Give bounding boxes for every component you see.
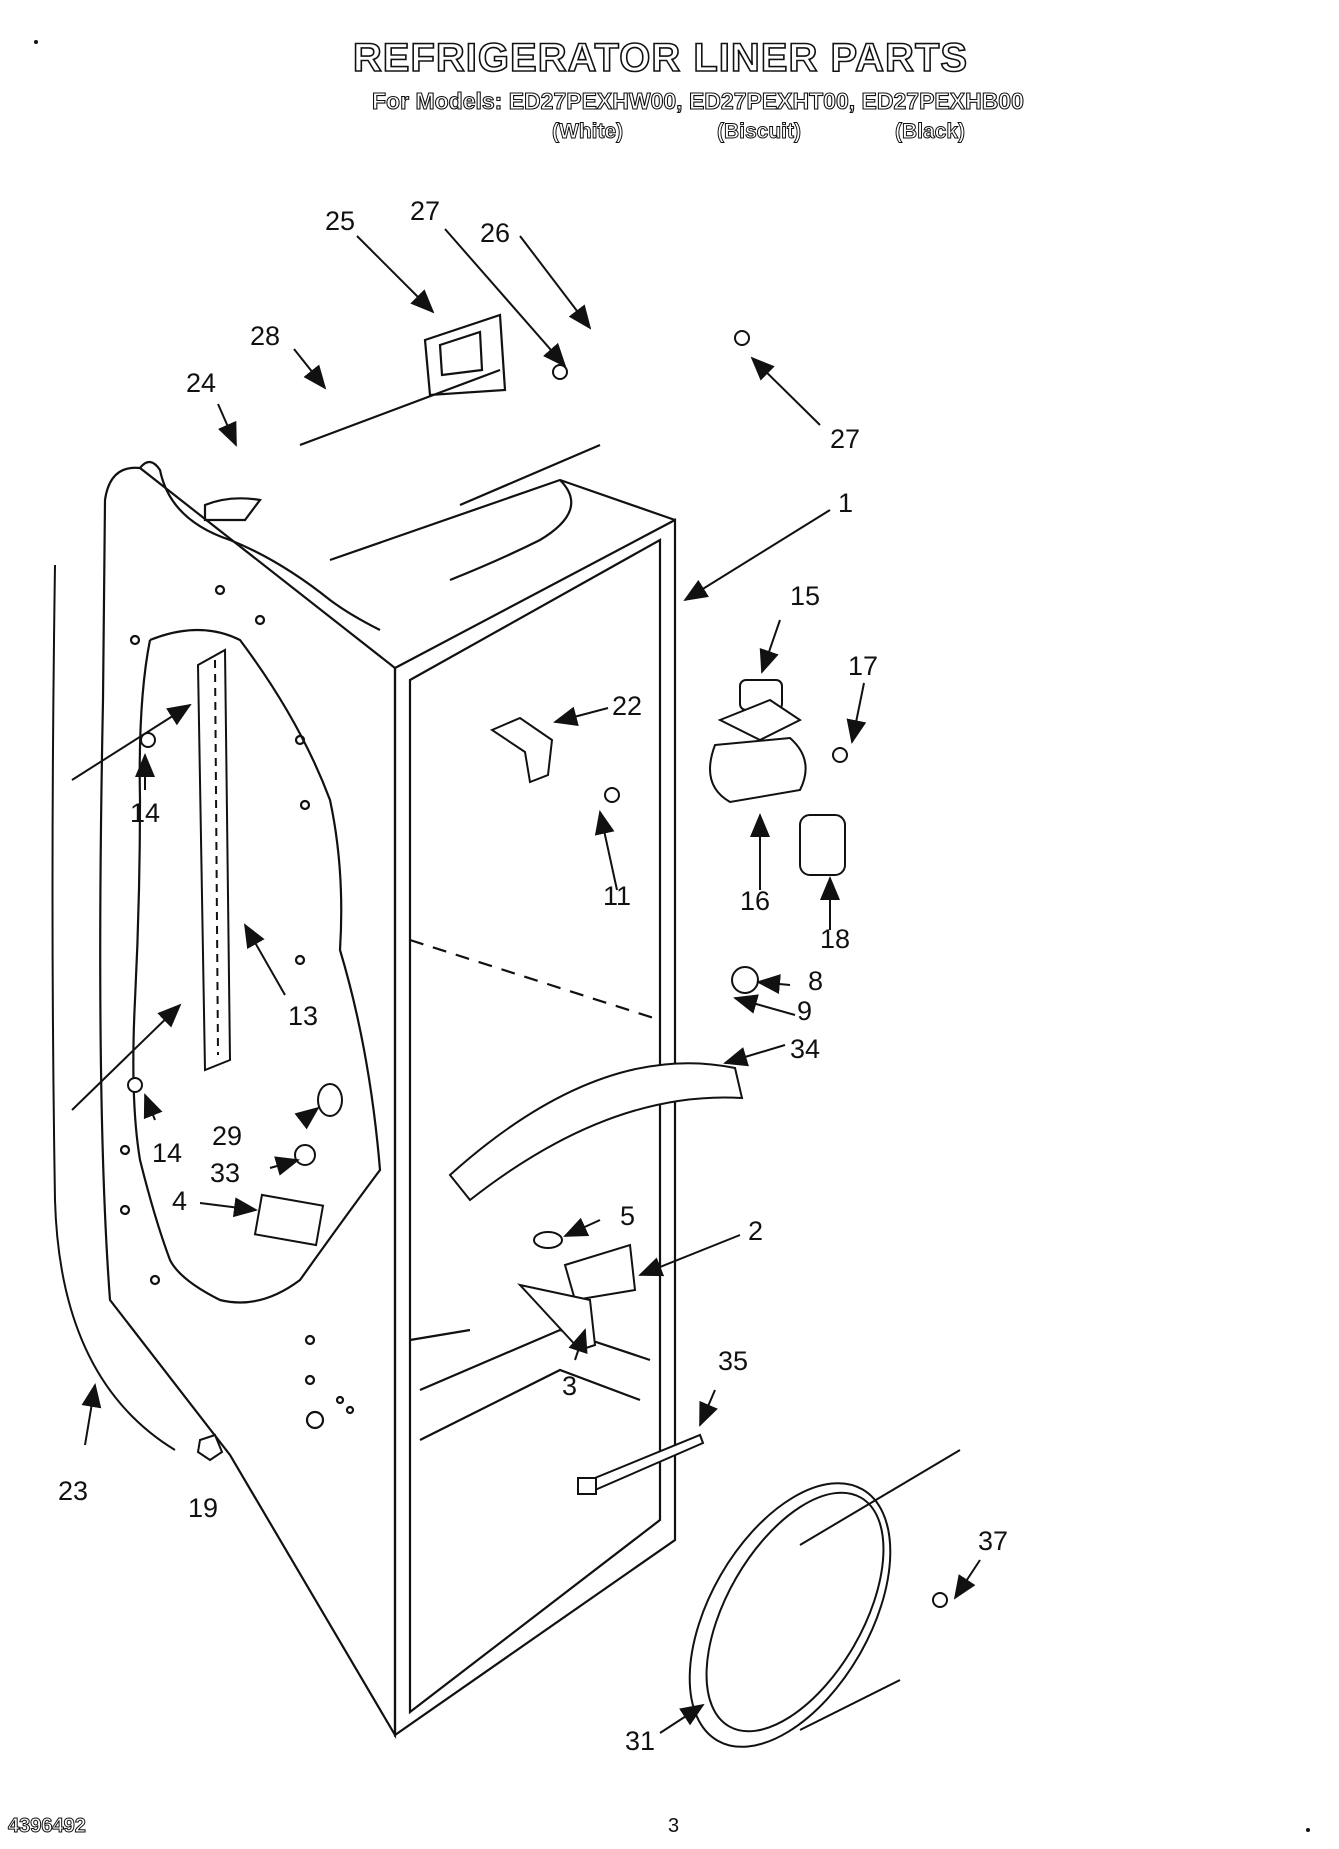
callout-27-top: 27 [410,196,440,226]
callout-labels: 1 2 3 4 5 8 9 11 13 14 14 15 16 17 18 19… [58,196,1008,1756]
corner-mark [34,40,38,44]
models-line: For Models: ED27PEXHW00, ED27PEXHT00, ED… [371,87,1024,114]
page-number: 3 [668,1815,680,1837]
corner-mark [1306,1828,1310,1832]
callout-14-lower: 14 [152,1138,182,1168]
document-number: 4396492 [8,1815,87,1838]
page-title: REFRIGERATOR LINER PARTS [352,35,969,81]
callout-9: 9 [797,996,812,1026]
callout-1: 1 [838,488,853,518]
header: REFRIGERATOR LINER PARTS [0,35,1339,81]
color-biscuit-label: (Biscuit) [717,120,802,144]
color-black-label: (Black) [894,120,966,144]
callout-27-right: 27 [830,424,860,454]
callout-19: 19 [188,1493,218,1523]
callout-2: 2 [748,1216,763,1246]
callout-37: 37 [978,1526,1008,1556]
callout-16: 16 [740,886,770,916]
callout-8: 8 [808,966,823,996]
callout-29: 29 [212,1121,242,1151]
callout-22: 22 [612,691,642,721]
callout-17: 17 [848,651,878,681]
callout-11: 11 [603,881,631,911]
callout-14-upper: 14 [130,798,160,828]
callout-35: 35 [718,1346,748,1376]
callout-5: 5 [620,1201,635,1231]
color-white-label: (White) [551,120,624,144]
right-parts [51,330,961,1748]
callout-13: 13 [288,1001,318,1031]
callout-28: 28 [250,321,280,351]
callout-33: 33 [210,1158,240,1188]
liner-cabinet [99,313,677,1740]
callout-26: 26 [480,218,510,248]
callout-18: 18 [820,924,850,954]
callout-arrows [71,228,981,1734]
callout-34: 34 [790,1034,820,1064]
callout-31: 31 [625,1726,655,1756]
callout-3: 3 [562,1371,577,1401]
callout-24: 24 [186,368,216,398]
callout-15: 15 [790,581,820,611]
callout-25: 25 [325,206,355,236]
callout-4: 4 [172,1186,187,1216]
callout-23: 23 [58,1476,88,1506]
